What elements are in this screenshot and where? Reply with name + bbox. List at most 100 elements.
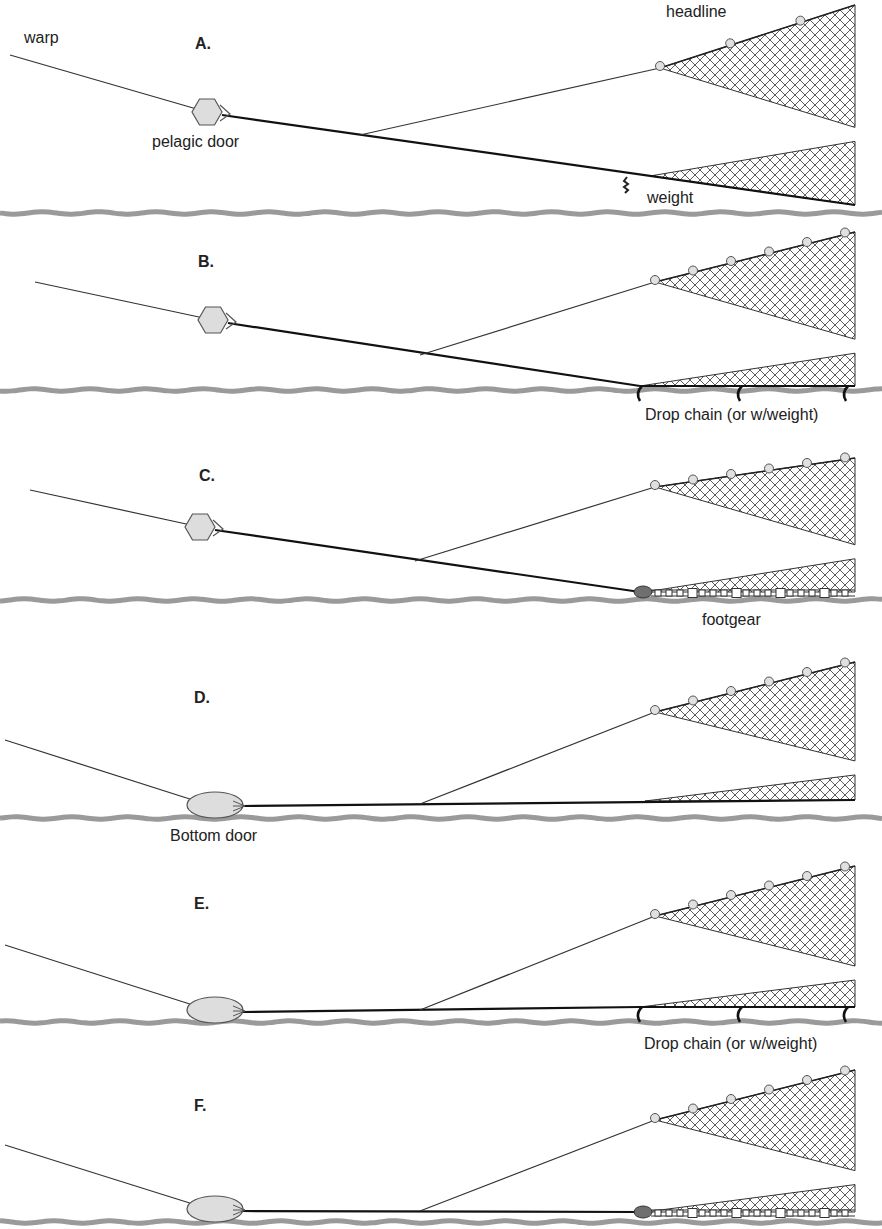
trawl-panel xyxy=(0,5,882,214)
headline-rope xyxy=(655,1070,855,1120)
footgear-bobbin xyxy=(634,586,652,598)
footgear-disc xyxy=(743,590,749,596)
seabed xyxy=(0,1221,882,1223)
footgear-disc xyxy=(710,1210,716,1216)
float xyxy=(689,475,698,484)
float xyxy=(765,1085,774,1094)
float xyxy=(651,276,660,285)
footgear-disc xyxy=(732,589,741,598)
lower-bridle xyxy=(228,323,640,386)
footgear-disc xyxy=(677,590,683,596)
drop-chain xyxy=(638,386,642,401)
bottom-door xyxy=(187,997,243,1023)
float xyxy=(841,658,850,667)
footgear-disc xyxy=(688,1209,697,1218)
net-mesh xyxy=(640,353,855,386)
float xyxy=(726,39,735,48)
float xyxy=(689,1104,698,1113)
net-mesh xyxy=(655,662,855,761)
footgear-disc xyxy=(666,590,672,596)
part-label: warp xyxy=(22,28,61,47)
float xyxy=(765,464,774,473)
float xyxy=(727,1095,736,1104)
net-mesh xyxy=(655,232,855,339)
float xyxy=(689,696,698,705)
lower-bridle xyxy=(222,115,855,205)
footgear-disc xyxy=(798,590,804,596)
door-bracket xyxy=(213,520,223,536)
door-bracket xyxy=(220,105,230,121)
panel-letter: D. xyxy=(192,688,212,707)
drop-chain xyxy=(844,386,848,401)
float xyxy=(689,900,698,909)
float xyxy=(651,910,660,919)
trawl-panel xyxy=(0,1066,882,1223)
part-label: Drop chain (or w/weight) xyxy=(642,1034,819,1053)
footgear-disc xyxy=(655,1210,661,1216)
footgear-disc xyxy=(754,1210,760,1216)
footgear-disc xyxy=(710,590,716,596)
warp-line xyxy=(35,282,213,320)
lower-bridle xyxy=(243,800,855,806)
float xyxy=(651,706,660,715)
float xyxy=(841,862,850,871)
footgear-disc xyxy=(743,1210,749,1216)
footgear-disc xyxy=(765,1210,771,1216)
panel-letter: C. xyxy=(197,466,217,485)
warp-line xyxy=(10,55,207,112)
upper-bridle xyxy=(420,1120,655,1211)
upper-bridle xyxy=(420,916,655,1010)
upper-bridle xyxy=(420,712,655,804)
part-label: pelagic door xyxy=(150,132,241,151)
float xyxy=(651,1114,660,1123)
footgear-bobbin xyxy=(634,1206,652,1218)
footgear-disc xyxy=(754,590,760,596)
panel-letter: E. xyxy=(192,894,211,913)
lower-bridle xyxy=(215,530,640,592)
footgear-disc xyxy=(831,1210,837,1216)
door-bracket xyxy=(233,1006,245,1016)
float xyxy=(803,458,812,467)
net-mesh xyxy=(655,458,855,545)
drop-chain xyxy=(738,1007,742,1022)
footgear-disc xyxy=(809,1210,815,1216)
footgear-disc xyxy=(677,1210,683,1216)
drop-chain xyxy=(638,1007,642,1022)
float xyxy=(803,668,812,677)
warp-line xyxy=(30,490,200,527)
float xyxy=(803,872,812,881)
part-label: Bottom door xyxy=(168,826,259,845)
float xyxy=(841,1066,850,1075)
footgear-disc xyxy=(842,1210,848,1216)
headline-rope xyxy=(655,866,855,916)
float xyxy=(765,247,774,256)
footgear-disc xyxy=(765,590,771,596)
float xyxy=(803,238,812,247)
footgear-disc xyxy=(688,589,697,598)
footgear-disc xyxy=(820,589,829,598)
footgear-disc xyxy=(655,590,661,596)
drop-chain xyxy=(738,386,742,401)
float xyxy=(727,687,736,696)
net-mesh xyxy=(645,1185,855,1212)
net-mesh xyxy=(640,980,855,1007)
trawl-panel xyxy=(0,228,882,401)
footgear-disc xyxy=(721,1210,727,1216)
float xyxy=(689,266,698,275)
part-label: Drop chain (or w/weight) xyxy=(643,405,820,424)
part-label: headline xyxy=(664,2,729,21)
footgear-disc xyxy=(776,589,785,598)
bottom-door xyxy=(187,1196,243,1222)
footgear-disc xyxy=(787,1210,793,1216)
bottom-door xyxy=(187,792,243,818)
float xyxy=(727,891,736,900)
net-mesh xyxy=(645,559,855,592)
door-bracket xyxy=(226,313,236,329)
upper-bridle xyxy=(415,487,655,561)
float xyxy=(727,469,736,478)
warp-line xyxy=(5,1145,196,1205)
float xyxy=(841,453,850,462)
net-mesh xyxy=(645,775,855,801)
footgear-disc xyxy=(787,590,793,596)
